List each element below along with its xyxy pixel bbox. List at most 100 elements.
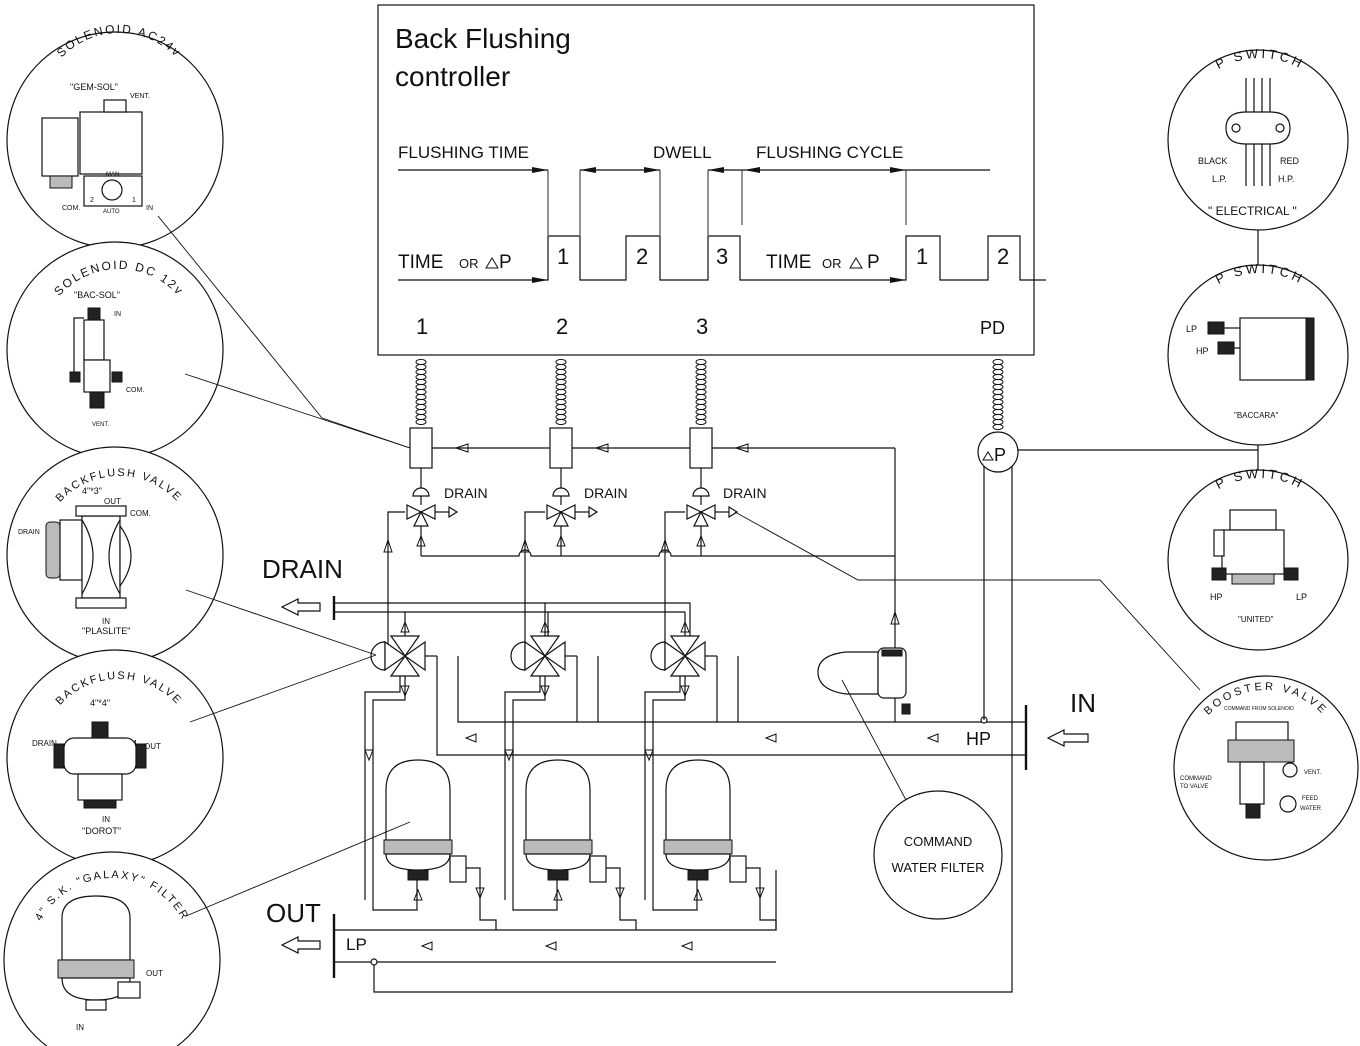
coil-loop <box>555 378 567 386</box>
coil-loop <box>695 368 707 376</box>
lp-note: LP <box>1296 592 1307 602</box>
command-filter-label-1: COMMAND <box>904 834 973 849</box>
drain-pilot-2: DRAIN <box>584 485 628 501</box>
solenoid-2 <box>549 427 573 488</box>
drain-pilot-1: DRAIN <box>444 485 488 501</box>
filter-tanks <box>383 759 777 930</box>
tank-body <box>385 759 451 841</box>
coil-loop <box>415 363 427 371</box>
coil-loop <box>415 413 427 421</box>
coil-loop <box>695 358 707 366</box>
tank-outlet <box>729 855 747 883</box>
coil-loop <box>992 363 1004 371</box>
coil-cable <box>555 358 567 426</box>
pilot-valves <box>406 487 739 556</box>
time-label-1: TIME <box>398 252 443 273</box>
drain-manifold: DRAIN <box>262 554 691 640</box>
coil-loop <box>415 368 427 376</box>
coil-loop <box>992 408 1004 416</box>
pulse-4: 1 <box>916 244 928 269</box>
time-label-2: TIME <box>766 252 811 273</box>
pilot-valve <box>686 487 739 556</box>
com-note: COM. <box>126 387 144 394</box>
output-1: 1 <box>416 314 428 339</box>
coil-loop <box>992 373 1004 381</box>
coil-loop <box>992 358 1004 366</box>
coil-loop <box>992 388 1004 396</box>
size-note: 4"*4" <box>90 698 110 708</box>
coil-loop <box>695 393 707 401</box>
coil-loop <box>992 413 1004 421</box>
main-valve <box>504 620 577 911</box>
coil-loop <box>695 363 707 371</box>
out-note: OUT <box>146 969 163 978</box>
out-note: OUT <box>104 497 121 506</box>
tank-body <box>525 759 591 841</box>
output-2: 2 <box>556 314 568 339</box>
size-note: 4"*3" <box>82 486 102 496</box>
coil-loop <box>415 398 427 406</box>
out-main-label: OUT <box>266 898 321 928</box>
man-note: MAN <box>106 172 119 178</box>
coil-loop <box>415 358 427 366</box>
com-note: COM. <box>130 509 151 518</box>
solenoid-1 <box>409 427 433 488</box>
pilot-actuator <box>412 487 430 497</box>
detail-dp-switch-baccara: P SWITCH LP HP "BACCARA" <box>1167 261 1349 446</box>
controller-title-2: controller <box>395 61 510 92</box>
command-water-filter: COMMAND WATER FILTER <box>817 647 1003 920</box>
coil-cable <box>695 358 707 426</box>
main-valve <box>644 620 717 911</box>
solenoid-3 <box>689 427 713 488</box>
lp-note: LP <box>1186 324 1197 334</box>
dp-sensor-label: P <box>994 445 1006 465</box>
coil-loop <box>695 383 707 391</box>
tank-outlet <box>449 855 467 883</box>
feed-note: FEED <box>1302 796 1319 802</box>
outlet-manifold: OUT LP <box>266 870 777 978</box>
drain-pilot-3: DRAIN <box>723 485 767 501</box>
coil-loop <box>555 403 567 411</box>
coil-loop <box>415 378 427 386</box>
gem-sol-label: "GEM-SOL" <box>70 82 118 92</box>
drain-arrow <box>448 505 459 519</box>
in-note: IN <box>76 1023 84 1032</box>
auto-note: AUTO <box>103 209 120 215</box>
coil-loop <box>555 418 567 426</box>
coil-loop <box>415 408 427 416</box>
output-3: 3 <box>696 314 708 339</box>
to-valve-note: TO VALVE <box>1180 784 1208 790</box>
coil-loop <box>555 413 567 421</box>
vent-note: VENT. <box>130 93 150 100</box>
valve-actuator <box>370 641 386 671</box>
black-note: BLACK <box>1198 156 1228 166</box>
red-note: RED <box>1280 156 1300 166</box>
delta-icon <box>982 451 994 461</box>
drain-note: DRAIN <box>18 529 40 536</box>
in-note: IN <box>114 311 121 318</box>
detail-backflush-dorot: BACKFLUSH VALVE 4"*4" COM. DRAIN OUT IN … <box>6 649 224 867</box>
detail-solenoid-dc: SOLENOID DC 12v "BAC-SOL" IN COM. VENT. <box>6 241 224 459</box>
water-note: WATER <box>1300 806 1322 812</box>
drain-note: DRAIN <box>32 739 57 748</box>
tank-outlet <box>589 855 607 883</box>
coil-loop <box>415 388 427 396</box>
dp-label-2: P <box>867 252 880 273</box>
filter-tank <box>383 759 497 930</box>
in-note: IN <box>102 815 110 824</box>
pilot-valve <box>546 487 599 556</box>
baccara-label: "BACCARA" <box>1234 411 1279 420</box>
coil-loop <box>695 373 707 381</box>
in-note: IN <box>146 205 153 212</box>
coil-loop <box>555 358 567 366</box>
coil-loop <box>555 368 567 376</box>
detail-dp-switch-united: P SWITCH HP LP "UNITED" <box>1167 466 1349 651</box>
coil-loop <box>415 383 427 391</box>
output-pd: PD <box>980 318 1005 338</box>
lp-label: LP <box>346 935 367 954</box>
coil-loop <box>555 388 567 396</box>
pulse-1: 1 <box>557 244 569 269</box>
lp-note: L.P. <box>1212 174 1227 184</box>
right-leader-lines <box>734 230 1259 691</box>
